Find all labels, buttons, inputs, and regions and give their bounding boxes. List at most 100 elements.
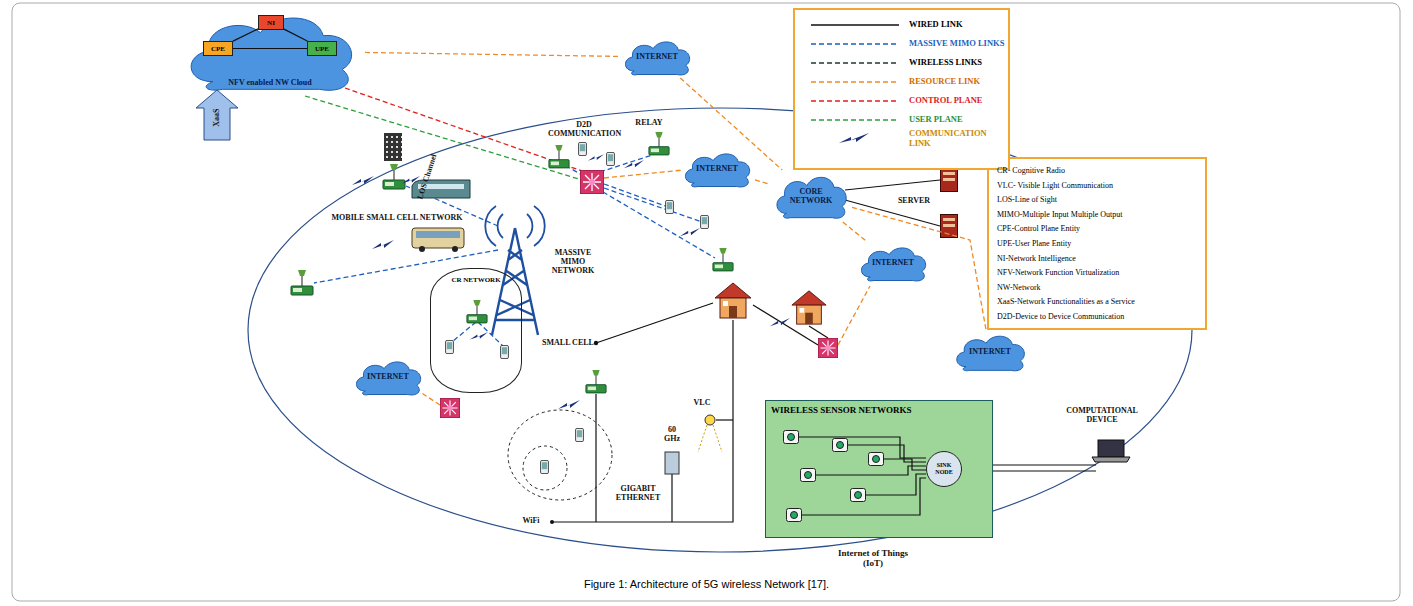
text-group: NI [267, 19, 275, 27]
text-group: CPE [211, 45, 225, 53]
legend-line-sample [811, 81, 899, 83]
phone [501, 345, 509, 358]
server-label: SERVER [893, 196, 935, 205]
wire-dot [550, 520, 554, 524]
sink-node: SINK NODE [926, 451, 962, 487]
illustration-part [845, 180, 940, 190]
xaas-arrow [196, 90, 238, 140]
illustration-part [552, 320, 733, 522]
legend-entry: RESOURCE LINK [795, 72, 1008, 91]
sensor [784, 431, 799, 444]
resource-links [420, 170, 870, 405]
d2d-label: D2D COMMUNICATION [548, 120, 620, 138]
legend-text: WIRELESS LINKS [909, 58, 982, 67]
base-station [467, 300, 487, 323]
illustration-part [698, 425, 722, 452]
relay-label-holder: RELAY [630, 118, 668, 127]
upe-box: UPE [307, 41, 337, 56]
phone [607, 152, 615, 165]
node-text: LOS-Line of Sight [997, 193, 1135, 208]
legend-text: USER PLANE [909, 115, 963, 124]
phone [579, 142, 587, 155]
legend-entry: CONTROL PLANE [795, 91, 1008, 110]
illustration-part [508, 410, 612, 500]
internet-cloud: INTERNET [855, 242, 931, 284]
illustration-part [799, 437, 926, 458]
node-text: INTERNET [367, 372, 409, 381]
sensor-network-ground [765, 400, 993, 538]
node-text: CPE-Control Plane Entity [997, 222, 1135, 237]
sensor-wires [799, 437, 926, 515]
abbreviation-box: CR- Cognitive RadioVLC- Visible Light Co… [987, 157, 1207, 330]
frequency-label-holder: 60 GHz [660, 425, 684, 443]
lightning [352, 176, 374, 185]
legend-sample [809, 113, 901, 127]
wifi-label-holder: WiFi [516, 516, 546, 525]
connector [843, 222, 867, 242]
laptop [1092, 440, 1130, 462]
mimo-label: MASSIVE MIMO NETWORK [542, 248, 604, 276]
illustration-part [866, 474, 926, 495]
node-text: INTERNET [969, 347, 1011, 356]
base-station [713, 248, 733, 271]
lightning [588, 154, 604, 161]
service-arrow-label: XaaS [212, 104, 221, 132]
illustration-part [604, 188, 702, 222]
illustration-part [412, 228, 464, 248]
illustration-part [603, 192, 715, 258]
illustration-part [384, 133, 402, 161]
legend-entry: MASSIVE MIMO LINKS [795, 34, 1008, 53]
node-text: UPE-User Plane Entity [997, 237, 1135, 252]
building [384, 133, 402, 161]
cloud-outline [685, 154, 749, 187]
60ghz-device [665, 452, 679, 474]
illustration-part [716, 419, 733, 420]
d2d-label-holder: D2D COMMUNICATION [548, 120, 620, 138]
router [580, 170, 604, 194]
node-text: CORE NETWORK [785, 187, 837, 205]
illustration-part [420, 392, 440, 405]
legend-text: COMMUNICATION LINK [909, 129, 1005, 148]
house [792, 291, 826, 324]
illustration-part [478, 322, 503, 346]
mimo-label-holder: MASSIVE MIMO NETWORK [542, 248, 604, 276]
cloud-outline [957, 336, 1025, 371]
node-text: VLC- Visible Light Communication [997, 179, 1135, 194]
phone [576, 428, 584, 441]
vlc-light [698, 425, 722, 452]
legend-line-sample [811, 100, 899, 102]
legend-sample [809, 75, 901, 89]
connector [365, 52, 619, 56]
lightning [770, 318, 790, 326]
los-label-holder: LOS Channel [413, 145, 442, 209]
illustration-part [809, 326, 828, 338]
lightning [372, 240, 394, 249]
legend-entry: COMMUNICATION LINK [795, 129, 1008, 148]
core-network-cloud: CORE NETWORK [770, 170, 852, 222]
cpe-box: CPE [203, 41, 233, 56]
legend-text: CONTROL PLANE [909, 96, 982, 105]
illustration-part [419, 246, 425, 252]
illustration-part [452, 246, 458, 252]
text-group: INTERNET [636, 52, 678, 61]
ethernet-label: GIGABIT ETHERNET [612, 484, 664, 502]
illustration-part [596, 303, 713, 343]
device-label: COMPUTATIONAL DEVICE [1062, 406, 1142, 424]
cloud-outline [777, 177, 846, 218]
legend-sample [809, 94, 901, 108]
cr-network-area: CR NETWORK [430, 268, 522, 393]
legend-bolt-sample [839, 133, 869, 143]
illustration-part [416, 231, 460, 238]
internet-cloud: INTERNET [950, 330, 1030, 374]
node-text: XaaS-Network Functionalities as a Servic… [997, 295, 1135, 310]
phone [701, 215, 709, 228]
lightning [470, 332, 488, 339]
connector [852, 207, 986, 330]
lightning [624, 160, 644, 168]
lightning [680, 228, 700, 236]
ni-box: NI [258, 15, 284, 30]
control-user-plane-lines [305, 88, 585, 180]
text-group: NFV enabled NW Cloud [228, 78, 312, 87]
node-text: NW-Network [997, 281, 1135, 296]
